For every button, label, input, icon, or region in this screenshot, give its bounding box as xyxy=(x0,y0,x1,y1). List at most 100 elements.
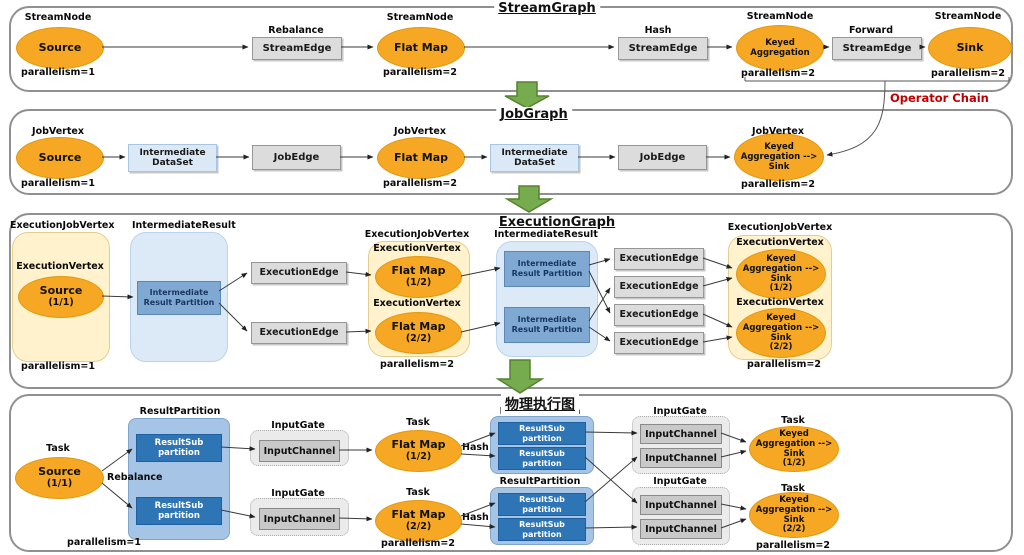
job-edge-box: JobEdge xyxy=(252,145,341,170)
flatmap-task-node: Flat Map(1/2) xyxy=(375,430,462,472)
result-partition-label: ResultPartition xyxy=(139,406,221,417)
result-subpartition-box: ResultSub partition xyxy=(136,434,222,462)
job-vertex-label: JobVertex xyxy=(752,126,804,137)
physical-graph-title: 物理执行图 xyxy=(501,394,579,414)
intermediate-result-label: IntermediateResult xyxy=(132,220,236,231)
parallelism-label: parallelism=2 xyxy=(380,359,454,370)
result-subpartition-box: ResultSub partition xyxy=(498,447,586,470)
task-label: Task xyxy=(406,487,430,498)
node-label: Source xyxy=(38,150,82,164)
job-vertex-label: JobVertex xyxy=(394,126,446,137)
node-label: Flat Map xyxy=(393,150,449,164)
parallelism-label: parallelism=1 xyxy=(21,361,95,372)
keyed-aggregation-sink-vertex-node: Keyed Aggregation --> Sink(2/2) xyxy=(736,308,826,358)
node-index: (1/2) xyxy=(405,276,432,288)
task-label: Task xyxy=(781,415,805,426)
node-label: Keyed Aggregation --> Sink xyxy=(740,141,818,173)
parallelism-label: parallelism=2 xyxy=(383,178,457,189)
node-index: (2/2) xyxy=(405,332,432,344)
jobgraph-title: JobGraph xyxy=(496,107,572,122)
source-node: Source xyxy=(16,27,104,69)
parallelism-label: parallelism=2 xyxy=(381,538,455,549)
source-task-node: Source(1/1) xyxy=(15,457,104,499)
execution-vertex-label: ExecutionVertex xyxy=(373,298,461,309)
parallelism-label: parallelism=2 xyxy=(747,359,821,370)
node-label: Keyed Aggregation --> Sink xyxy=(755,428,833,460)
job-edge-box: JobEdge xyxy=(618,145,707,170)
intermediate-result-partition-box: Intermediate Result Partition xyxy=(504,307,590,343)
keyed-aggregation-node: Keyed Aggregation xyxy=(736,25,824,71)
input-gate-label: InputGate xyxy=(653,476,707,487)
operator-chain-label: Operator Chain xyxy=(890,91,989,105)
execution-vertex-label: ExecutionVertex xyxy=(736,237,824,248)
keyed-aggregation-sink-vertex-node: Keyed Aggregation --> Sink(1/2) xyxy=(736,249,826,299)
execution-edge-box: ExecutionEdge xyxy=(614,304,704,326)
result-partition-label: ResultPartition xyxy=(499,476,581,487)
flatmap-node: Flat Map xyxy=(377,137,465,179)
node-index: (1/2) xyxy=(769,283,793,294)
node-label: Sink xyxy=(956,40,984,54)
execution-job-vertex-label: ExecutionJobVertex xyxy=(364,229,470,240)
result-subpartition-box: ResultSub partition xyxy=(498,422,586,445)
node-label: Keyed Aggregation --> Sink xyxy=(742,253,820,285)
hash-label: Hash xyxy=(644,25,672,36)
execution-edge-box: ExecutionEdge xyxy=(614,276,704,298)
node-index: (1/1) xyxy=(48,296,74,308)
parallelism-label: parallelism=2 xyxy=(383,67,457,78)
stream-node-label: StreamNode xyxy=(746,11,814,22)
node-index: (1/2) xyxy=(782,458,806,469)
node-label: Keyed Aggregation xyxy=(750,37,810,58)
node-label: Flat Map xyxy=(393,40,449,54)
source-node: Source xyxy=(16,137,104,179)
result-subpartition-box: ResultSub partition xyxy=(136,497,222,525)
parallelism-label: parallelism=2 xyxy=(931,68,1005,79)
node-index: (2/2) xyxy=(782,524,806,535)
result-subpartition-box: ResultSub partition xyxy=(498,493,586,516)
task-label: Task xyxy=(46,443,70,454)
input-channel-box: InputChannel xyxy=(259,508,340,530)
parallelism-label: parallelism=2 xyxy=(756,540,830,551)
source-vertex-node: Source(1/1) xyxy=(18,276,104,318)
hash-label: Hash xyxy=(462,512,489,523)
node-label: Source xyxy=(38,465,81,479)
input-gate-label: InputGate xyxy=(271,488,325,499)
input-gate-label: InputGate xyxy=(271,420,325,431)
node-label: Source xyxy=(38,40,82,54)
node-label: Flat Map xyxy=(391,264,446,278)
stream-edge-box: StreamEdge xyxy=(618,37,708,60)
intermediate-result-partition-box: Intermediate Result Partition xyxy=(137,281,221,315)
input-channel-box: InputChannel xyxy=(640,448,722,468)
result-subpartition-box: ResultSub partition xyxy=(498,518,586,541)
intermediate-dataset-box: Intermediate DataSet xyxy=(128,144,217,172)
parallelism-label: parallelism=1 xyxy=(67,537,141,548)
execution-edge-box: ExecutionEdge xyxy=(614,332,704,354)
node-label: Keyed Aggregation --> Sink xyxy=(755,494,833,526)
input-channel-box: InputChannel xyxy=(640,519,722,539)
execution-edge-box: ExecutionEdge xyxy=(251,322,347,344)
node-label: Flat Map xyxy=(391,320,446,334)
node-label: Flat Map xyxy=(391,508,446,522)
intermediate-result-partition-box: Intermediate Result Partition xyxy=(504,251,590,287)
flatmap-vertex-node: Flat Map(1/2) xyxy=(375,256,462,298)
parallelism-label: parallelism=1 xyxy=(21,67,95,78)
parallelism-label: parallelism=2 xyxy=(741,68,815,79)
execution-vertex-label: ExecutionVertex xyxy=(373,243,461,254)
node-index: (1/1) xyxy=(46,477,73,489)
intermediate-result-label: IntermediateResult xyxy=(494,229,598,240)
node-label: Source xyxy=(39,284,83,298)
node-index: (2/2) xyxy=(769,342,793,353)
keyed-aggregation-sink-task-node: Keyed Aggregation --> Sink(2/2) xyxy=(749,492,839,538)
execution-edge-box: ExecutionEdge xyxy=(251,262,347,284)
sink-node: Sink xyxy=(928,27,1012,69)
node-label: Keyed Aggregation --> Sink xyxy=(742,312,820,344)
node-index: (2/2) xyxy=(405,520,432,532)
input-channel-box: InputChannel xyxy=(640,424,722,444)
input-gate-label: InputGate xyxy=(653,406,707,417)
flatmap-node: Flat Map xyxy=(377,27,465,69)
flatmap-vertex-node: Flat Map(2/2) xyxy=(375,312,462,354)
input-channel-box: InputChannel xyxy=(259,440,340,462)
parallelism-label: parallelism=2 xyxy=(741,179,815,190)
job-vertex-label: JobVertex xyxy=(32,126,84,137)
parallelism-label: parallelism=1 xyxy=(21,178,95,189)
